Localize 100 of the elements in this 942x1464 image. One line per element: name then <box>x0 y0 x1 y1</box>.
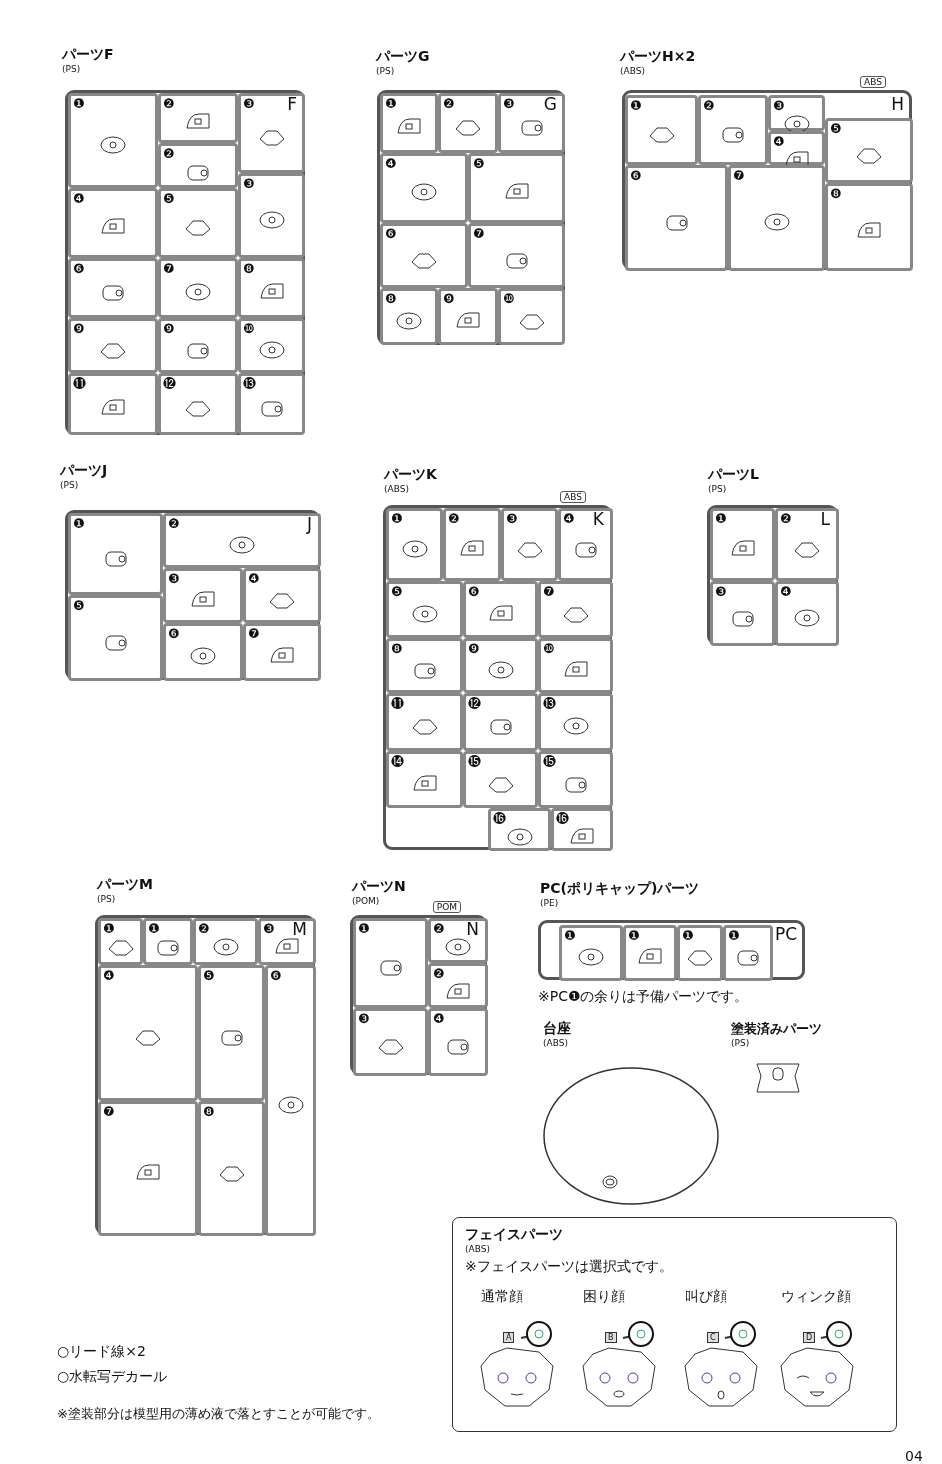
part-number: ❹ <box>563 512 575 526</box>
face-letter-tag: A <box>503 1332 515 1343</box>
note-text: ※塗装部分は模型用の薄め液で落とすことが可能です。 <box>57 1405 380 1423</box>
part-number: ❼ <box>473 227 485 241</box>
material-label: (PS) <box>60 480 79 490</box>
material-label: (POM) <box>352 896 380 906</box>
part-number: ❶ <box>358 922 370 936</box>
material-label: (PS) <box>731 1038 750 1048</box>
runner-title: パーツH×2 <box>620 48 696 66</box>
part-number: ❺ <box>163 192 175 206</box>
part-number: ❸ <box>168 572 180 586</box>
part-number: ❺ <box>73 599 85 613</box>
material-label: (PS) <box>62 64 81 74</box>
part-number: ⓫ <box>391 697 404 711</box>
part-number: ❶ <box>148 922 160 936</box>
part-number: ❼ <box>248 627 260 641</box>
part-number: ❾ <box>468 642 480 656</box>
part-number: ⓬ <box>468 697 481 711</box>
runner-letter: G <box>543 95 557 113</box>
part-number: ⓬ <box>163 377 176 391</box>
part-number: ❶ <box>728 929 740 943</box>
panel-title: フェイスパーツ <box>465 1226 563 1244</box>
part-number: ⓭ <box>243 377 256 391</box>
part-number: ❺ <box>830 122 842 136</box>
part-number: ❸ <box>715 585 727 599</box>
part-number: ❺ <box>473 157 485 171</box>
runner-title: パーツJ <box>60 462 108 480</box>
part-number: ❶ <box>103 922 115 936</box>
part-number: ❷ <box>703 99 715 113</box>
runner-letter: K <box>592 510 604 528</box>
material-label: (PS) <box>97 894 116 904</box>
runner-title: PC(ポリキャップ)パーツ <box>540 880 700 898</box>
part-number: ❻ <box>73 262 85 276</box>
part-number: ❿ <box>243 322 255 336</box>
part-number: ❽ <box>830 187 842 201</box>
part-number: ❽ <box>243 262 255 276</box>
part-number: ❸ <box>773 99 785 113</box>
part-number: ❻ <box>468 585 480 599</box>
part-number: ⓮ <box>391 755 404 769</box>
part-number: ❷ <box>780 512 792 526</box>
part-number: ❷ <box>433 967 445 981</box>
runner-letter: M <box>292 920 307 938</box>
material-label: (ABS) <box>620 66 645 76</box>
part-number: ❿ <box>503 292 515 306</box>
note-text: ※フェイスパーツは選択式です。 <box>465 1258 673 1276</box>
part-number: ❸ <box>243 97 255 111</box>
face-letter-tag: C <box>707 1332 719 1343</box>
face-caption: 通常顔 <box>481 1288 523 1306</box>
note-text: ※PC❶の余りは予備パーツです。 <box>538 988 749 1006</box>
part-number: ❶ <box>385 97 397 111</box>
page-number: 04 <box>905 1448 923 1464</box>
part-number: ❷ <box>163 147 175 161</box>
part-number: ❺ <box>203 969 215 983</box>
runner-letter: L <box>820 510 830 528</box>
part-number: ❶ <box>715 512 727 526</box>
material-label: (PS) <box>708 484 727 494</box>
material-tag: ABS <box>860 76 886 88</box>
part-number: ❸ <box>503 97 515 111</box>
runner-title: パーツM <box>97 876 153 894</box>
part-number: ❻ <box>630 169 642 183</box>
face-parts-panel <box>452 1217 897 1432</box>
runner-letter: PC <box>774 925 797 943</box>
part-number: ❶ <box>73 97 85 111</box>
part-number: ❶ <box>682 929 694 943</box>
part-number: ❸ <box>263 922 275 936</box>
part-number: ❶ <box>564 929 576 943</box>
face-caption: ウィンク顔 <box>781 1288 851 1306</box>
part-number: ⓰ <box>556 812 569 826</box>
part-number: ⓯ <box>468 755 481 769</box>
part-number: ❹ <box>780 585 792 599</box>
part-number: ❸ <box>506 512 518 526</box>
face-letter-tag: B <box>605 1332 617 1343</box>
part-number: ❹ <box>385 157 397 171</box>
part-number: ❶ <box>391 512 403 526</box>
part-number: ❾ <box>443 292 455 306</box>
part-number: ❼ <box>163 262 175 276</box>
part-number: ❸ <box>243 177 255 191</box>
part-number: ❶ <box>73 517 85 531</box>
face-caption: 困り顔 <box>583 1288 625 1306</box>
part-number: ❷ <box>163 97 175 111</box>
part-number: ❷ <box>443 97 455 111</box>
note-text: ○水転写デカール <box>57 1368 168 1386</box>
runner-title: パーツF <box>62 46 114 64</box>
part-number: ❹ <box>773 135 785 149</box>
part-number: ❶ <box>630 99 642 113</box>
part-number: ❶ <box>628 929 640 943</box>
part-number: ❽ <box>385 292 397 306</box>
note-text: ○リード線×2 <box>57 1343 146 1361</box>
runner-letter: J <box>307 515 312 533</box>
runner-letter: N <box>466 920 479 938</box>
runner-title: パーツK <box>384 466 437 484</box>
part-number: ❾ <box>73 322 85 336</box>
part-number: ❽ <box>203 1105 215 1119</box>
part-number: ❼ <box>543 585 555 599</box>
face-letter-tag: D <box>803 1332 816 1343</box>
part-number: ⓯ <box>543 755 556 769</box>
part-number: ❸ <box>358 1012 370 1026</box>
part-number: ❹ <box>103 969 115 983</box>
part-number: ❻ <box>168 627 180 641</box>
runner-letter: F <box>287 95 297 113</box>
